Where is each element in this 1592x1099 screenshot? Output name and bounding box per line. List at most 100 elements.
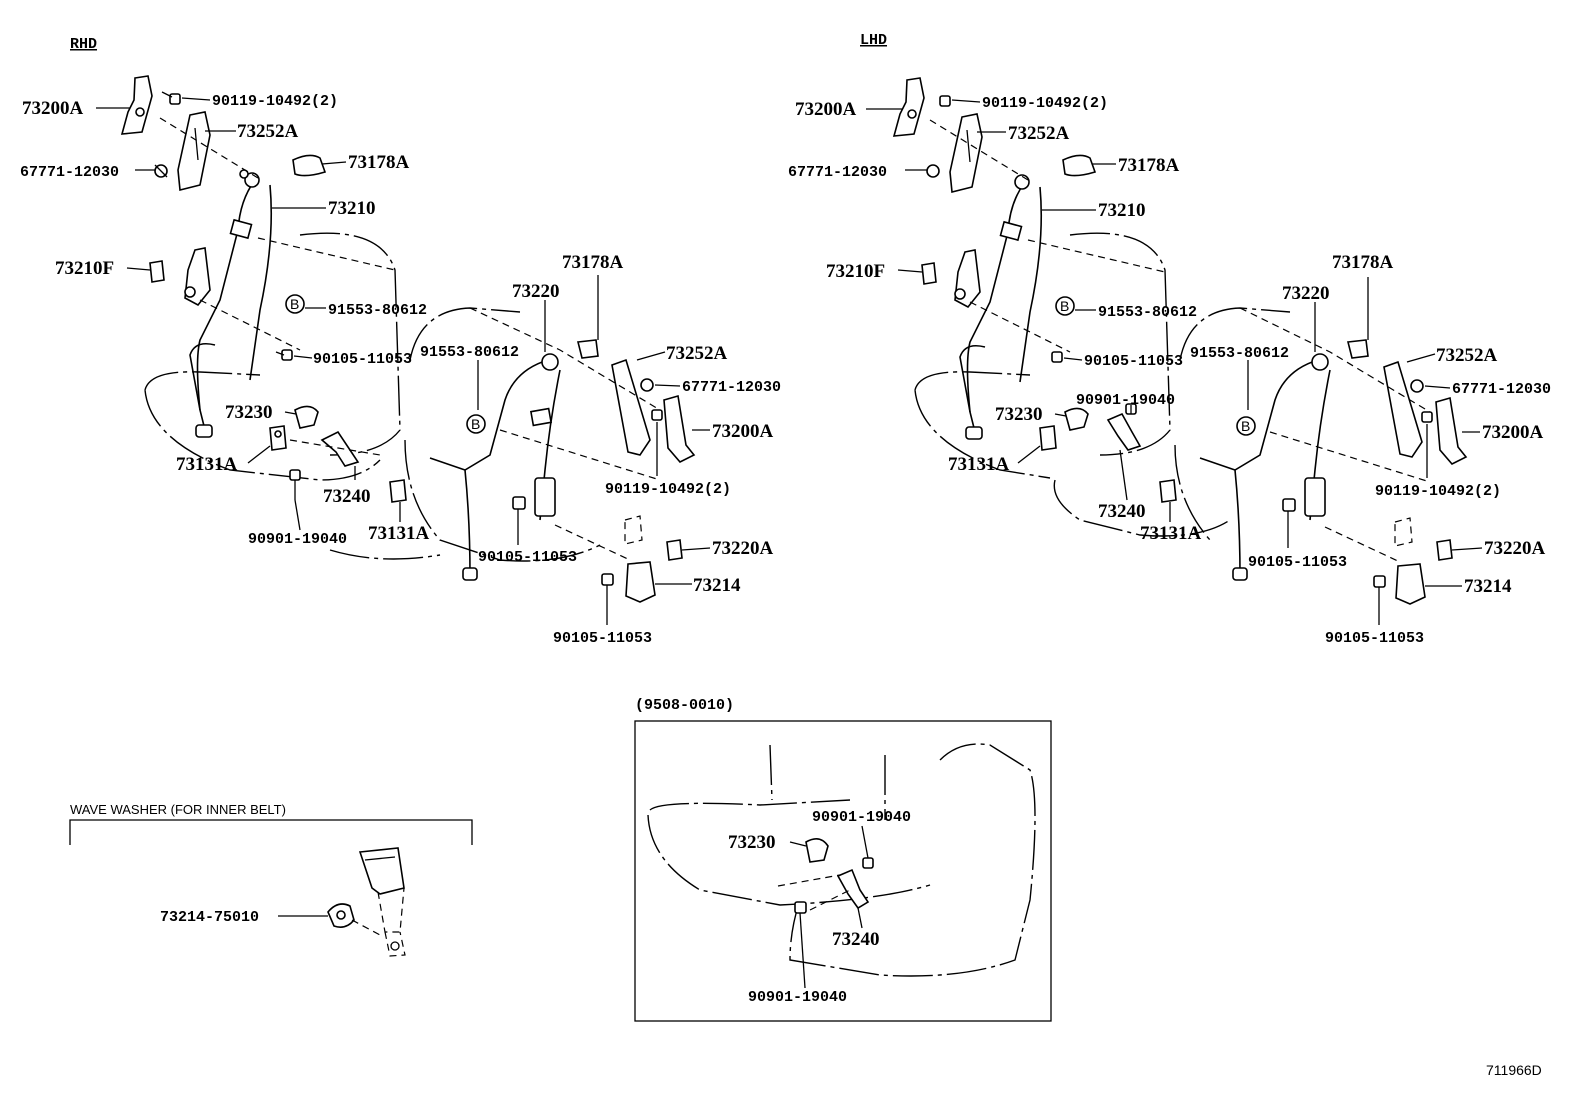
- lhd-bolt-90105-icon: [1051, 351, 1063, 363]
- lhd-label-73131A: 73131A: [948, 454, 1010, 475]
- lhd-ref-b-label: B: [1060, 298, 1069, 314]
- lhd-bracket-73131A-lower: [1159, 479, 1177, 503]
- lhd-assembly: B B 73200A 90119-10492(2) 73252A 67771-1…: [788, 77, 1551, 647]
- lhd-label-73220: 73220: [1282, 283, 1330, 304]
- lhd-label-73210F: 73210F: [826, 261, 885, 282]
- inner-belt-buckle: [358, 847, 405, 895]
- inset-9508-0010: (9508-0010) 90901-19040 73230 73240 9090…: [634, 697, 1052, 1022]
- lhd-label-73178A-front: 73178A: [1332, 252, 1394, 273]
- rhd-bolt-67771-front-icon: [640, 378, 654, 392]
- lhd-anchor-73200A: [892, 77, 925, 137]
- lhd-belt-73220: [1199, 359, 1331, 576]
- rhd-retractor-73214: [625, 561, 656, 603]
- lhd-label-73240: 73240: [1098, 501, 1146, 522]
- rhd-buckle-73230: [294, 405, 319, 429]
- lhd-anchor-73200A-front: [1435, 396, 1468, 465]
- lhd-label-73200A: 73200A: [795, 99, 857, 120]
- rhd-label-73220: 73220: [512, 281, 560, 302]
- rhd-header: RHD: [70, 36, 97, 53]
- rhd-label-73200A: 73200A: [22, 98, 84, 119]
- rhd-stopper-73240: [320, 430, 360, 467]
- lhd-label-91553: 91553-80612: [1098, 304, 1197, 321]
- lhd-label-73252A-front: 73252A: [1436, 345, 1498, 366]
- rhd-label-67771-front: 67771-12030: [682, 379, 781, 396]
- lhd-label-73230: 73230: [995, 404, 1043, 425]
- wave-washer-detail: WAVE WASHER (FOR INNER BELT) 73214-75010: [69, 802, 473, 957]
- lhd-label-90105-lower: 90105-11053: [1248, 554, 1347, 571]
- inset-label-90901-lower: 90901-19040: [748, 989, 847, 1006]
- wave-washer-title: WAVE WASHER (FOR INNER BELT): [70, 802, 286, 817]
- lhd-rear-seat-cushion-outline: [914, 371, 1051, 479]
- lhd-label-73252A: 73252A: [1008, 123, 1070, 144]
- rhd-bracket-73131A: [269, 425, 287, 451]
- rhd-cover-73252A: [177, 111, 211, 192]
- lhd-cap-73178A: [1062, 154, 1097, 177]
- lhd-bolt-67771-front-icon: [1410, 379, 1424, 393]
- lhd-label-67771-front: 67771-12030: [1452, 381, 1551, 398]
- rhd-label-73220A: 73220A: [712, 538, 774, 559]
- rhd-bolt-90119-icon: [161, 91, 181, 105]
- rhd-label-90105: 90105-11053: [313, 351, 412, 368]
- lhd-bracket-73131A: [1039, 425, 1057, 451]
- lhd-cover-73252A-front: [1383, 360, 1423, 458]
- rhd-bolt-90105-icon: [275, 349, 293, 361]
- lhd-rear-seat-back-outline: [1069, 232, 1171, 456]
- lhd-stopper-73240: [1106, 412, 1142, 451]
- inset-label-73230: 73230: [728, 832, 776, 853]
- lhd-label-90105-bottom: 90105-11053: [1325, 630, 1424, 647]
- lhd-label-73220A: 73220A: [1484, 538, 1546, 559]
- rhd-ref-b-front-icon: [466, 414, 486, 434]
- rhd-label-73252A-front: 73252A: [666, 343, 728, 364]
- lhd-label-67771: 67771-12030: [788, 164, 887, 181]
- lhd-front-seat-outline: [1053, 307, 1291, 541]
- rhd-label-67771: 67771-12030: [20, 164, 119, 181]
- rhd-label-73214: 73214: [693, 575, 741, 596]
- lhd-label-91553-front: 91553-80612: [1190, 345, 1289, 362]
- rhd-label-90119: 90119-10492(2): [212, 93, 338, 110]
- lhd-ref-b-icon: [1055, 296, 1075, 316]
- rhd-cover-73252A-front: [611, 358, 651, 456]
- rhd-anchor-73200A: [120, 75, 153, 135]
- rhd-bolt-67771-icon: [154, 164, 168, 178]
- rhd-label-73178A: 73178A: [348, 152, 410, 173]
- rhd-label-73131A-lower: 73131A: [368, 523, 430, 544]
- rhd-bolt-90119-front-icon: [651, 409, 663, 421]
- lhd-label-73200A-front: 73200A: [1482, 422, 1544, 443]
- rhd-ref-b-front-label: B: [471, 416, 480, 432]
- rhd-label-90119-front: 90119-10492(2): [605, 481, 731, 498]
- rhd-label-73230: 73230: [225, 402, 273, 423]
- rhd-cap-73178A-front: [577, 339, 599, 359]
- rhd-belt-73220: [429, 359, 561, 576]
- lhd-cap-73178A-front: [1347, 339, 1369, 359]
- rhd-label-73210: 73210: [328, 198, 376, 219]
- rhd-tag-73210F: [149, 260, 165, 283]
- lhd-bolt-90119-front-icon: [1421, 411, 1433, 423]
- lhd-cover-73252A: [949, 113, 983, 194]
- rhd-rear-seat-cushion-outline: [144, 371, 381, 481]
- inset-bolt-90901-upper-icon: [862, 857, 874, 869]
- inset-buckle-73230: [805, 838, 829, 863]
- rhd-bolt-90105-lower-icon: [512, 496, 526, 510]
- rhd-bolt-90901-icon: [289, 469, 301, 500]
- lhd-belt-73210: [966, 181, 1043, 413]
- label-73214-75010: 73214-75010: [160, 909, 259, 926]
- lhd-label-90119: 90119-10492(2): [982, 95, 1108, 112]
- rhd-bracket-73131A-lower: [389, 479, 407, 503]
- rhd-bolt-90105-bottom-icon: [601, 573, 614, 586]
- inset-bolt-90901-lower-icon: [794, 901, 807, 914]
- rhd-belt-73210: [196, 179, 273, 411]
- rhd-ref-b-label: B: [290, 296, 299, 312]
- lhd-bolt-90105-lower-icon: [1282, 498, 1296, 512]
- rhd-assembly: B B 73200A 90119-10492(2) 73252A 67771-1…: [20, 75, 781, 647]
- lhd-buckle-73230: [1064, 407, 1089, 431]
- lhd-bolt-90105-bottom-icon: [1373, 575, 1386, 588]
- lhd-label-90119-front: 90119-10492(2): [1375, 483, 1501, 500]
- inset-frame: [634, 720, 1052, 1022]
- rhd-label-73200A-front: 73200A: [712, 421, 774, 442]
- rhd-label-90105-lower: 90105-11053: [478, 549, 577, 566]
- lhd-bolt-67771-icon: [926, 164, 940, 178]
- rhd-tag-73220A: [666, 539, 683, 561]
- rhd-label-73131A: 73131A: [176, 454, 238, 475]
- lhd-header: LHD: [860, 32, 887, 49]
